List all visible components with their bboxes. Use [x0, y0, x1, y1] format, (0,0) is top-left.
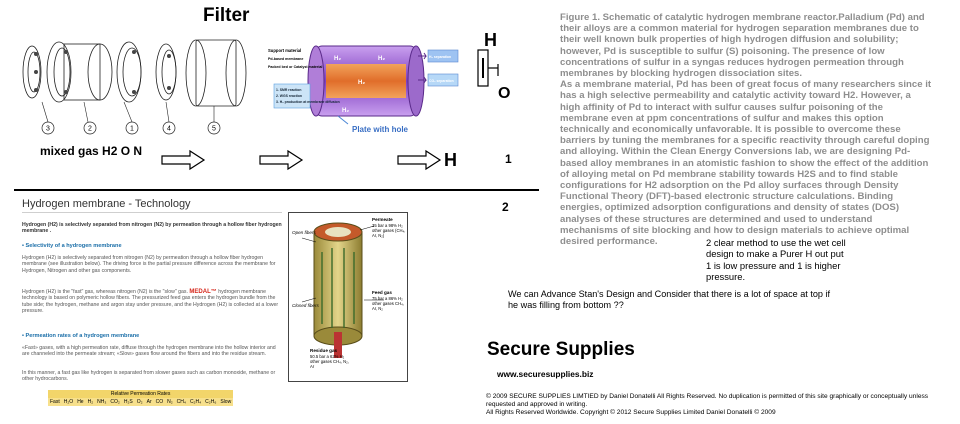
- step-2: 2. WGS reaction: [276, 94, 302, 98]
- label-h2-top-right: H₂: [378, 56, 385, 62]
- table-cell: CO: [153, 398, 166, 406]
- flow-arrow-1: [161, 149, 206, 171]
- section-selectivity-heading: • Selectivity of a hydrogen membrane: [22, 243, 122, 249]
- table-cell: H₂O: [61, 398, 76, 406]
- flow-arrow-2: [259, 149, 304, 171]
- section-permeation-text-2: In this manner, a fast gas like hydrogen…: [22, 370, 276, 383]
- table-cell: CO₂: [108, 398, 122, 406]
- label-h2-separation: H₂ separation: [429, 55, 451, 59]
- table-cell: Ar: [144, 398, 154, 406]
- h-o-outlet-sketch: H O: [477, 30, 510, 102]
- article-heading-rule: [22, 212, 282, 213]
- fast-slow-sentence: Hydrogen (H2) is the "fast" gas, whereas…: [22, 289, 188, 295]
- copyright-notice: © 2009 SECURE SUPPLIES LIMTIED by Daniel…: [486, 393, 929, 416]
- section-permeation-text: «Fast» gases, with a high permeation rat…: [22, 345, 276, 358]
- label-permeate: Permeate: [372, 217, 393, 222]
- h-output-label: H: [444, 150, 457, 170]
- mixed-gas-label: mixed gas H2 O N: [40, 144, 143, 158]
- table-cell: CH₄: [174, 398, 188, 406]
- label-open-fibers: Open fibers: [292, 230, 316, 235]
- label-support-material: Support material: [268, 48, 301, 53]
- step-1: 1. SMR reaction: [276, 88, 301, 92]
- table-cell: Slow: [218, 398, 234, 406]
- label-packed-bed: Packed bed or Catalyst material: [268, 65, 322, 69]
- label-co2-separation: CO₂ separation: [429, 79, 454, 83]
- flow-arrow-3: [397, 149, 442, 171]
- step-3: 3. H₂ production at membrane diffusion: [276, 100, 340, 104]
- page-title: Filter: [203, 5, 250, 26]
- label-h2-top: H₂: [334, 56, 341, 62]
- part-number-5: 5: [212, 126, 216, 133]
- figure-1-caption: Figure 1. Schematic of catalytic hydroge…: [560, 12, 932, 248]
- article-intro: Hydrogen (H2) is selectively separated f…: [22, 222, 282, 235]
- part-number-3: 3: [46, 126, 50, 133]
- table-cell: H₂: [85, 398, 96, 406]
- figure-number-2: 2: [502, 200, 509, 214]
- table-row: Fast H₂O He H₂ NH₃ CO₂ H₂S O₂ Ar CO N₂ C…: [48, 398, 234, 406]
- table-cell: O₂: [134, 398, 145, 406]
- table-cell: He: [75, 398, 86, 406]
- side-h-label: H: [484, 30, 497, 50]
- medal-description: hydrogen membrane technology is based on…: [22, 289, 279, 314]
- table-cell: Fast: [48, 398, 62, 406]
- table-cell: N₂: [165, 398, 175, 406]
- permeation-table-caption: Relative Permeation Rates: [48, 390, 234, 398]
- label-plate-with-hole: Plate with hole: [352, 125, 409, 134]
- label-h2-bottom: H₂: [342, 108, 349, 114]
- side-o-label: O: [498, 85, 510, 102]
- table-cell: NH₃: [95, 398, 109, 406]
- part-number-4: 4: [167, 126, 171, 133]
- table-cell: C₂H₆: [203, 398, 219, 406]
- part-number-2: 2: [88, 126, 92, 133]
- label-permeate-detail: 35 bar a 98% H₂ other gases (CH₄, Ar, N₂…: [372, 223, 406, 238]
- section-permeation-heading: • Permeation rates of a hydrogen membran…: [22, 333, 140, 339]
- permeation-rates-table: Relative Permeation Rates Fast H₂O He H₂…: [48, 390, 234, 406]
- website-link[interactable]: www.securesupplies.biz: [497, 369, 594, 379]
- label-feed-detail: 75 bar a 86% H₂ other gases CH₄, Ar, N₂: [372, 296, 404, 311]
- filter-exploded-diagram: 3 2 1 4 5: [22, 39, 247, 135]
- part-number-1: 1: [130, 126, 134, 133]
- label-pd-membrane: Pd-based membrane: [268, 57, 303, 61]
- article-heading: Hydrogen membrane - Technology: [22, 198, 191, 210]
- label-residue-detail: 50.5 bar a 62% H₂ other gases CH₄, N₂, A…: [310, 354, 349, 369]
- table-cell: H₂S: [121, 398, 135, 406]
- section-selectivity-text-2: Hydrogen (H2) is the "fast" gas, whereas…: [22, 289, 284, 314]
- label-h2-core: H₂: [358, 80, 365, 86]
- label-feed-gas: Feed gas: [372, 290, 392, 295]
- section-divider: [14, 189, 539, 191]
- label-closed-fibers: Closed fibers: [292, 303, 320, 308]
- note-advance-design: We can Advance Stan's Design and Conside…: [508, 289, 831, 310]
- membrane-reactor-diagram: Support material Pd-based membrane Packe…: [268, 45, 459, 134]
- flow-arrows: [161, 149, 442, 171]
- section-selectivity-text: Hydrogen (H2) is selectively separated f…: [22, 255, 276, 274]
- label-residue-gas: Residue gas: [310, 348, 338, 353]
- figure-number-1: 1: [505, 152, 512, 166]
- medal-brand: MEDAL™: [189, 289, 217, 295]
- hollow-fiber-module-diagram: Permeate 35 bar a 98% H₂ other gases (CH…: [288, 212, 408, 382]
- note-wet-cell: 2 clear method to use the wet cell desig…: [706, 237, 846, 282]
- table-cell: C₂H₄: [187, 398, 204, 406]
- brand-name: Secure Supplies: [487, 339, 635, 360]
